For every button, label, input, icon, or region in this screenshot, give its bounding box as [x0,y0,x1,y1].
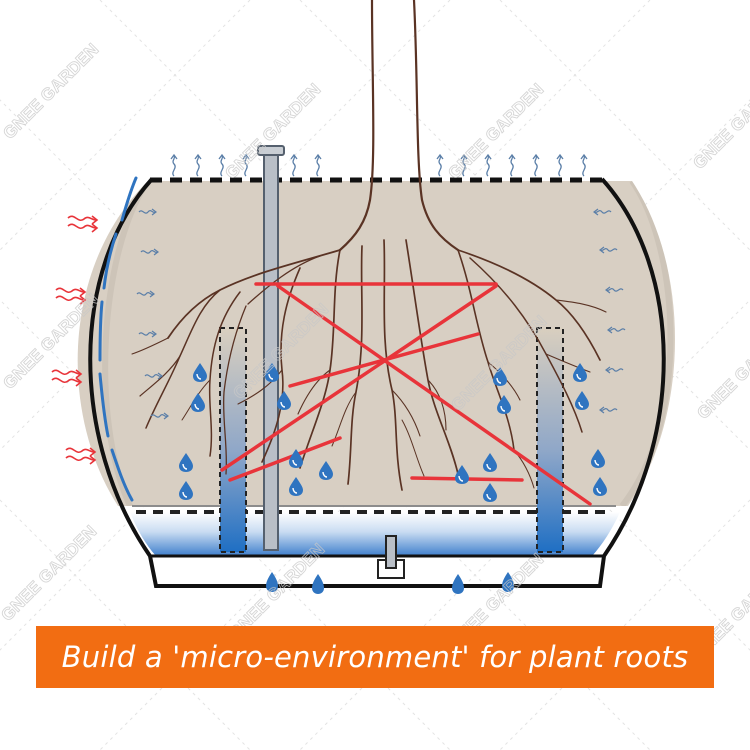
caption-text: Build a 'micro-environment' for plant ro… [61,640,689,674]
wavy-air-arrow-icon [170,154,178,177]
svg-text:GNEE GARDEN: GNEE GARDEN [444,80,547,183]
wavy-air-arrow-icon [484,154,492,177]
water-drop-icon [452,574,464,594]
wick-column-right [536,327,564,553]
water-reservoir [130,512,620,556]
svg-text:GNEE GARDEN: GNEE GARDEN [689,70,750,173]
svg-text:GNEE GARDEN: GNEE GARDEN [693,320,750,423]
aeration-lines [220,282,592,506]
pot-outline [88,177,666,588]
wavy-air-arrow-icon [556,154,564,177]
heat-wave-arrow-icon [65,447,96,465]
wavy-air-arrow-icon [314,154,322,177]
svg-text:GNEE GARDEN: GNEE GARDEN [0,522,100,625]
caption-banner: Build a 'micro-environment' for plant ro… [36,626,714,688]
pot [77,177,676,588]
wavy-air-arrow-icon [436,154,444,177]
wavy-air-arrow-icon [532,154,540,177]
water-drop-icon [312,574,324,594]
wavy-air-arrow-icon [580,154,588,177]
wavy-air-arrow-icon [508,154,516,177]
drain-plug-icon [377,535,405,579]
heat-wave-arrow-icon [51,369,82,387]
wick-column-left [219,327,247,553]
heat-wave-arrow-icon [67,215,98,233]
insulation-shield [98,176,138,502]
svg-text:GNEE GARDEN: GNEE GARDEN [0,40,102,143]
wavy-air-arrow-icon [290,154,298,177]
soil [77,181,676,506]
wavy-air-arrow-icon [194,154,202,177]
